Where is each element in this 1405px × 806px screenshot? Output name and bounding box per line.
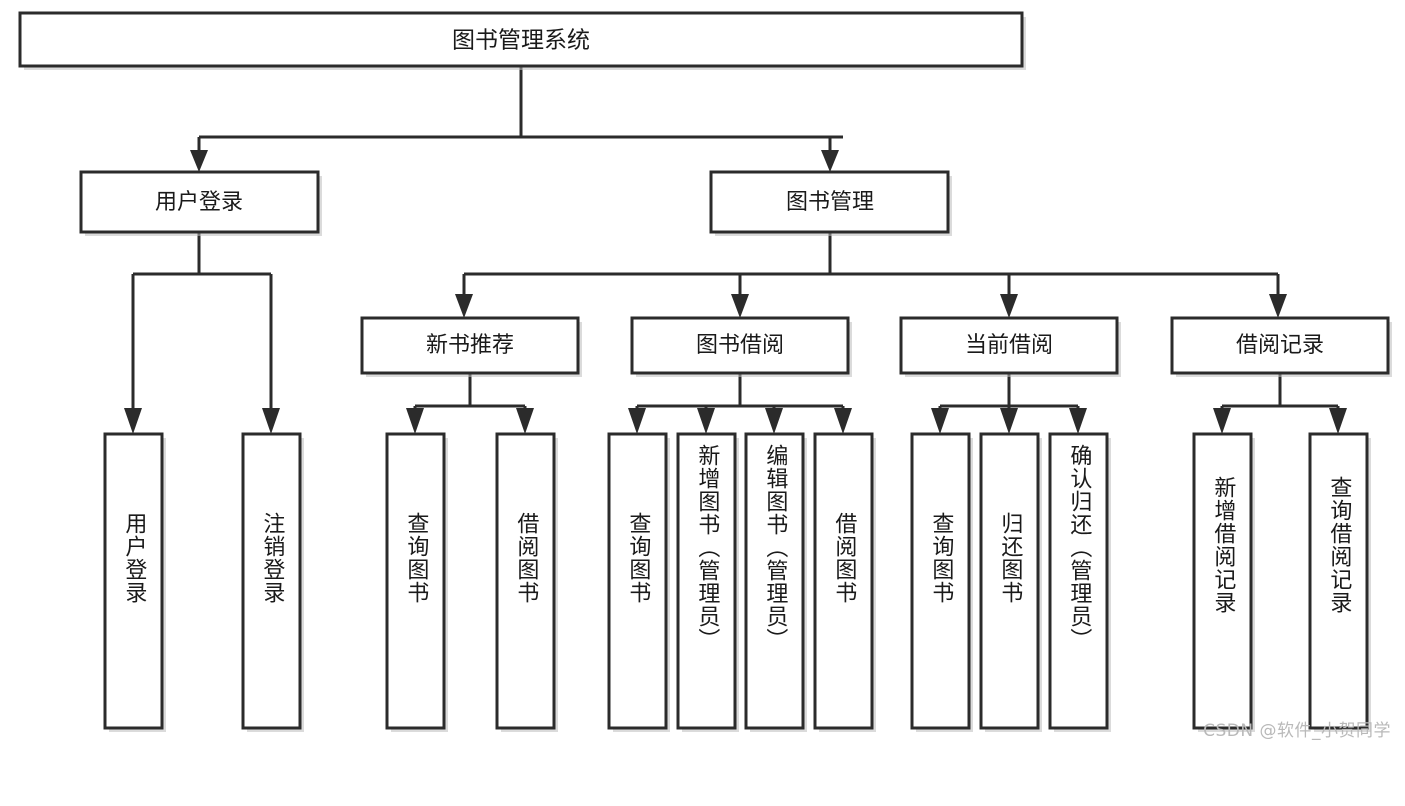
node-leaf-add-book-box[interactable] — [676, 432, 737, 730]
node-new-book-rec-box[interactable] — [360, 316, 580, 375]
arrow-root-to-user-login — [190, 150, 208, 172]
arrow-nbr-leaf-1 — [406, 408, 424, 434]
node-leaf-add-record[interactable] — [1192, 432, 1255, 732]
connector-group-root — [190, 66, 843, 172]
arrow-bb-leaf-4 — [834, 408, 852, 434]
connector-group-book-manage — [455, 232, 1287, 318]
arrow-bm-new-book-rec — [455, 294, 473, 318]
node-leaf-edit-book[interactable] — [744, 432, 807, 732]
node-user-login-box[interactable] — [79, 170, 320, 234]
arrow-cb-leaf-3 — [1069, 408, 1087, 434]
node-current-borrow-box[interactable] — [899, 316, 1119, 375]
node-user-login-label: 用户登录 — [155, 190, 243, 215]
node-leaf-borrow-book-2[interactable] — [813, 432, 876, 732]
node-leaf-borrow-book-1[interactable] — [495, 432, 558, 732]
arrow-cb-leaf-2 — [1000, 408, 1018, 434]
node-root[interactable]: 图书管理系统 — [18, 11, 1026, 70]
tree-svg-canvas: 图书管理系统 用户登录 图书管理 新书推荐 图书借阅 当前借阅 — [18, 11, 1392, 732]
node-leaf-return-book[interactable] — [979, 432, 1042, 732]
node-leaf-query-book-2[interactable] — [607, 432, 670, 732]
node-leaf-return-book-box[interactable] — [979, 432, 1040, 730]
arrow-br-leaf-1 — [1213, 408, 1231, 434]
node-leaf-confirm-return[interactable] — [1048, 432, 1111, 732]
hierarchy-diagram: 图书管理系统 用户登录 图书管理 新书推荐 图书借阅 当前借阅 — [18, 11, 1392, 741]
node-leaf-logout[interactable] — [241, 432, 304, 732]
arrow-bm-book-borrow — [731, 294, 749, 318]
connector-group-borrow-record — [1213, 373, 1347, 434]
node-leaf-edit-book-box[interactable] — [744, 432, 805, 730]
arrow-nbr-leaf-2 — [516, 408, 534, 434]
node-root-label: 图书管理系统 — [452, 28, 590, 54]
node-leaf-query-record[interactable] — [1308, 432, 1371, 732]
arrow-bb-leaf-3 — [765, 408, 783, 434]
node-book-borrow[interactable]: 图书借阅 — [630, 316, 852, 377]
arrow-user-login-leaf-1 — [124, 408, 142, 434]
node-book-manage-box[interactable] — [709, 170, 950, 234]
node-new-book-rec-label: 新书推荐 — [426, 333, 514, 358]
node-leaf-user-login[interactable] — [103, 432, 166, 732]
connector-group-book-borrow — [628, 373, 852, 434]
node-book-borrow-label: 图书借阅 — [696, 333, 784, 358]
node-borrow-record[interactable]: 借阅记录 — [1170, 316, 1392, 377]
node-current-borrow[interactable]: 当前借阅 — [899, 316, 1121, 377]
node-borrow-record-label: 借阅记录 — [1236, 333, 1324, 358]
node-leaf-add-book[interactable] — [676, 432, 739, 732]
node-leaf-add-record-box[interactable] — [1192, 432, 1253, 730]
node-user-login[interactable]: 用户登录 — [79, 170, 322, 236]
csdn-watermark: CSDN @软件_小贺同学 — [1203, 721, 1391, 741]
node-leaf-borrow-book-1-box[interactable] — [495, 432, 556, 730]
node-leaf-borrow-book-2-box[interactable] — [813, 432, 874, 730]
arrow-br-leaf-2 — [1329, 408, 1347, 434]
node-leaf-user-login-box[interactable] — [103, 432, 164, 730]
arrow-bb-leaf-1 — [628, 408, 646, 434]
node-leaf-confirm-return-box[interactable] — [1048, 432, 1109, 730]
node-new-book-rec[interactable]: 新书推荐 — [360, 316, 582, 377]
node-book-borrow-box[interactable] — [630, 316, 850, 375]
connector-group-current-borrow — [931, 373, 1087, 434]
node-leaf-query-book-3[interactable] — [910, 432, 973, 732]
arrow-bb-leaf-2 — [697, 408, 715, 434]
node-leaf-query-record-box[interactable] — [1308, 432, 1369, 730]
connector-group-new-book-rec — [406, 373, 534, 434]
node-leaf-query-book-2-box[interactable] — [607, 432, 668, 730]
node-root-box[interactable] — [18, 11, 1024, 68]
arrow-root-to-book-manage — [821, 150, 839, 172]
node-leaf-query-book-1[interactable] — [385, 432, 448, 732]
arrow-bm-borrow-record — [1269, 294, 1287, 318]
connector-group-user-login — [124, 232, 280, 434]
arrow-cb-leaf-1 — [931, 408, 949, 434]
arrow-user-login-leaf-2 — [262, 408, 280, 434]
node-borrow-record-box[interactable] — [1170, 316, 1390, 375]
node-leaf-query-book-1-box[interactable] — [385, 432, 446, 730]
node-book-manage-label: 图书管理 — [786, 190, 874, 215]
node-leaf-query-book-3-box[interactable] — [910, 432, 971, 730]
arrow-bm-current-borrow — [1000, 294, 1018, 318]
leaf-boxes-group — [103, 432, 1371, 732]
node-leaf-logout-box[interactable] — [241, 432, 302, 730]
node-current-borrow-label: 当前借阅 — [965, 333, 1053, 358]
node-book-manage[interactable]: 图书管理 — [709, 170, 952, 236]
